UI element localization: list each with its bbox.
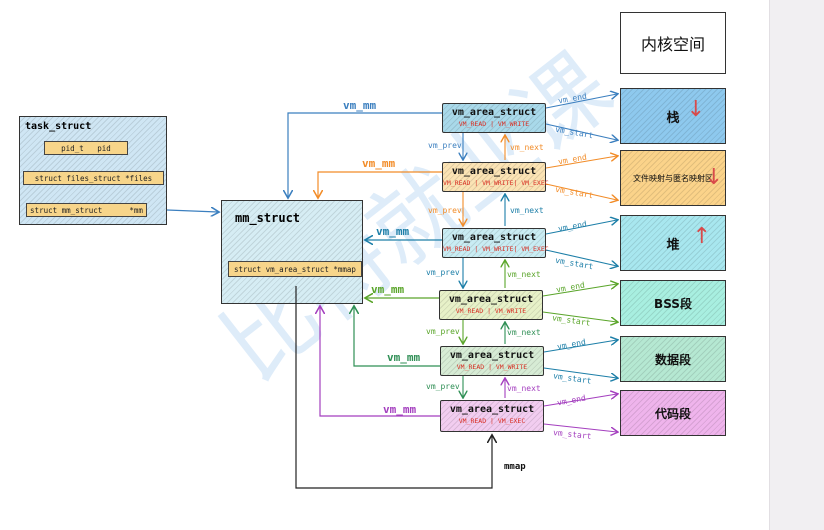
- task-struct-title: task_struct: [25, 121, 92, 132]
- arrow-start-5: [543, 367, 617, 378]
- arrow-vm-mm-2: [318, 171, 442, 197]
- segment-text: 代码段: [620, 390, 726, 436]
- segment-label: 文件映射与匿名映射区: [633, 173, 713, 183]
- segment-stack: 栈 ↓: [620, 88, 726, 144]
- segment-data: 数据段: [620, 336, 726, 382]
- segment-label: 代码段: [654, 406, 691, 421]
- arrow-start-4: [542, 311, 617, 322]
- arrow-start-3: [545, 249, 617, 266]
- arrow-vm-mm-6: [320, 307, 440, 417]
- vma-title: vm_area_struct: [449, 350, 535, 361]
- task-field-pid: pid_t pid: [44, 141, 128, 155]
- task-struct-box: task_struct pid_t pid struct files_struc…: [19, 116, 167, 225]
- vma-text: vm_area_struct VM_READ | VM_EXEC: [440, 400, 544, 432]
- arrow-vm-mm-1: [288, 112, 442, 197]
- arrow-mm-pointer: [166, 210, 218, 212]
- down-arrow-icon: ↓: [686, 97, 705, 122]
- up-arrow-icon: ↑: [692, 224, 711, 249]
- vma-flags: VM_READ | VM_EXEC: [458, 417, 526, 425]
- arrow-end-2: [545, 156, 617, 169]
- label-vm-mm-2: vm_mm: [362, 157, 396, 170]
- arrow-end-5: [543, 340, 617, 353]
- segment-mmap-region: 文件映射与匿名映射区 ↓: [620, 150, 726, 206]
- vma-flags: VM_READ | VM_WRITE: [455, 307, 527, 315]
- arrow-start-1: [545, 123, 617, 140]
- label-vm-prev-1: vm_prev: [428, 141, 462, 150]
- vma-title: vm_area_struct: [449, 404, 535, 415]
- segment-label: 数据段: [654, 352, 691, 367]
- mm-field-mmap: struct vm_area_struct *mmap: [228, 261, 362, 277]
- segment-kernel-space: 内核空间: [620, 12, 726, 74]
- vma-title: vm_area_struct: [451, 107, 537, 118]
- right-side-panel: [769, 0, 824, 530]
- arrow-start-2: [545, 183, 617, 200]
- segment-label: 内核空间: [640, 35, 705, 54]
- vma-flags: VM_READ | VM_WRITE: [458, 120, 530, 128]
- label-vm-next-5: vm_next: [507, 384, 541, 393]
- arrow-mmap: [295, 286, 492, 489]
- segment-label: 栈: [666, 110, 680, 126]
- label-vm-prev-4: vm_prev: [426, 327, 460, 336]
- label-vm-next-1: vm_next: [510, 143, 544, 152]
- label-vm-mm-4: vm_mm: [371, 283, 405, 296]
- label-vm-next-2: vm_next: [510, 206, 544, 215]
- vma-title: vm_area_struct: [451, 232, 537, 243]
- arrow-end-4: [542, 284, 617, 297]
- label-vm-prev-5: vm_prev: [426, 382, 460, 391]
- segment-bss: BSS段: [620, 280, 726, 326]
- vma-stack: vm_area_struct VM_READ | VM_WRITE: [442, 103, 546, 133]
- down-arrow-icon: ↓: [704, 165, 723, 190]
- arrow-start-6: [543, 423, 617, 432]
- label-vm-mm-1: vm_mm: [343, 99, 377, 112]
- task-field-mm: struct mm_struct *mm: [26, 203, 147, 217]
- label-vm-mm-6: vm_mm: [383, 403, 417, 416]
- vma-heap: vm_area_struct VM_READ | VM_WRITE| VM_EX…: [442, 228, 549, 258]
- segment-label: 堆: [666, 237, 680, 253]
- label-vm-next-3: vm_next: [507, 270, 541, 279]
- vma-bss: vm_area_struct VM_READ | VM_WRITE: [439, 290, 543, 320]
- mm-struct-title: mm_struct: [235, 211, 301, 225]
- label-vm-next-4: vm_next: [507, 328, 541, 337]
- arrow-vm-mm-5: [354, 307, 440, 367]
- vma-flags: VM_READ | VM_WRITE: [456, 363, 528, 371]
- vma-title: vm_area_struct: [448, 294, 534, 305]
- label-vm-prev-2: vm_prev: [428, 206, 462, 215]
- vma-mmap-region: vm_area_struct VM_READ | VM_WRITE| VM_EX…: [442, 162, 549, 192]
- vma-title: vm_area_struct: [451, 166, 537, 177]
- label-vm-prev-3: vm_prev: [426, 268, 460, 277]
- vma-flags: VM_READ | VM_WRITE| VM_EXEC: [443, 179, 549, 187]
- label-vm-mm-3: vm_mm: [376, 225, 410, 238]
- mm-struct-box: mm_struct struct vm_area_struct *mmap: [221, 200, 363, 304]
- arrow-end-3: [545, 220, 617, 235]
- arrow-end-6: [543, 394, 617, 407]
- label-mmap: mmap: [504, 462, 526, 472]
- segment-label: BSS段: [654, 296, 692, 311]
- segment-heap: 堆 ↑: [620, 215, 726, 271]
- task-field-files: struct files_struct *files: [23, 171, 164, 185]
- arrow-end-1: [545, 94, 617, 109]
- vma-data: vm_area_struct VM_READ | VM_WRITE: [440, 346, 544, 376]
- label-vm-mm-5: vm_mm: [387, 351, 421, 364]
- vma-flags: VM_READ | VM_WRITE| VM_EXEC: [443, 245, 549, 253]
